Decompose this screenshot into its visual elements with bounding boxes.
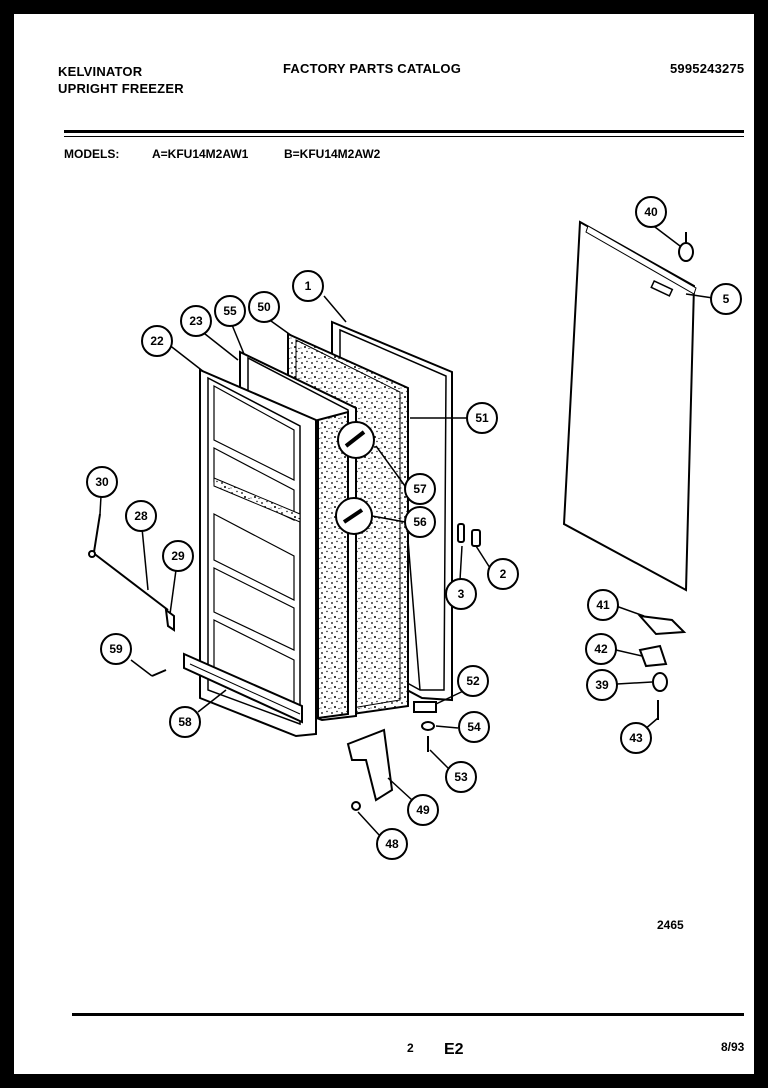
svg-text:49: 49 [416,803,430,817]
svg-text:1: 1 [305,279,312,293]
callout-42: 42 [585,633,617,665]
svg-text:57: 57 [413,482,427,496]
model-a: A=KFU14M2AW1 [152,147,249,161]
brand-name: KELVINATOR [58,64,143,79]
callout-43: 43 [620,722,652,754]
callouts: 1 2 3 5 22 23 28 29 30 39 40 41 42 43 48… [86,196,742,860]
svg-text:51: 51 [475,411,489,425]
callout-58: 58 [169,706,201,738]
callout-55: 55 [214,295,246,327]
svg-text:23: 23 [189,314,203,328]
callout-56: 56 [404,506,436,538]
callout-1: 1 [292,270,324,302]
small-parts-center [346,523,481,811]
hinge-hardware [637,232,694,720]
svg-text:53: 53 [454,770,468,784]
callout-28: 28 [125,500,157,532]
svg-text:54: 54 [467,720,481,734]
catalog-number: 5995243275 [670,61,745,76]
svg-text:52: 52 [466,674,480,688]
callout-40: 40 [635,196,667,228]
callout-59: 59 [100,633,132,665]
callout-2: 2 [487,558,519,590]
callout-49: 49 [407,794,439,826]
svg-text:42: 42 [594,642,608,656]
product-name: UPRIGHT FREEZER [58,81,184,96]
callout-50: 50 [248,291,280,323]
freezer-door [562,220,697,592]
svg-text:59: 59 [109,642,123,656]
callout-39: 39 [586,669,618,701]
svg-text:3: 3 [458,587,465,601]
svg-text:55: 55 [223,304,237,318]
svg-text:43: 43 [629,731,643,745]
revision-date: 8/93 [721,1040,745,1054]
callout-3: 3 [445,578,477,610]
svg-text:40: 40 [644,205,658,219]
header-rule-thick [64,130,744,133]
svg-text:39: 39 [595,678,609,692]
svg-text:28: 28 [134,509,148,523]
callout-51: 51 [466,402,498,434]
svg-text:29: 29 [171,549,185,563]
svg-text:50: 50 [257,300,271,314]
callout-54: 54 [458,711,490,743]
svg-text:56: 56 [413,515,427,529]
callout-41: 41 [587,589,619,621]
callout-23: 23 [180,305,212,337]
callout-52: 52 [457,665,489,697]
header-rule-thin [64,136,744,137]
callout-29: 29 [162,540,194,572]
footer-rule [72,1013,744,1016]
svg-text:30: 30 [95,475,109,489]
door-liner [199,368,317,738]
svg-text:58: 58 [178,715,192,729]
page-number: 2 [407,1041,414,1055]
callout-57: 57 [404,473,436,505]
callout-30: 30 [86,466,118,498]
model-b: B=KFU14M2AW2 [284,147,381,161]
svg-text:48: 48 [385,837,399,851]
svg-text:2: 2 [500,567,507,581]
drawing-number: 2465 [657,918,684,932]
callout-5: 5 [710,283,742,315]
small-parts-left [88,513,175,677]
callout-53: 53 [445,761,477,793]
catalog-title: FACTORY PARTS CATALOG [283,61,462,76]
svg-text:22: 22 [150,334,164,348]
models-label: MODELS: [64,147,120,161]
svg-text:41: 41 [596,598,610,612]
svg-text:5: 5 [723,292,730,306]
callout-48: 48 [376,828,408,860]
toe-grille [183,652,303,724]
panel-decals [335,421,375,535]
section-code: E2 [444,1041,464,1058]
callout-22: 22 [141,325,173,357]
